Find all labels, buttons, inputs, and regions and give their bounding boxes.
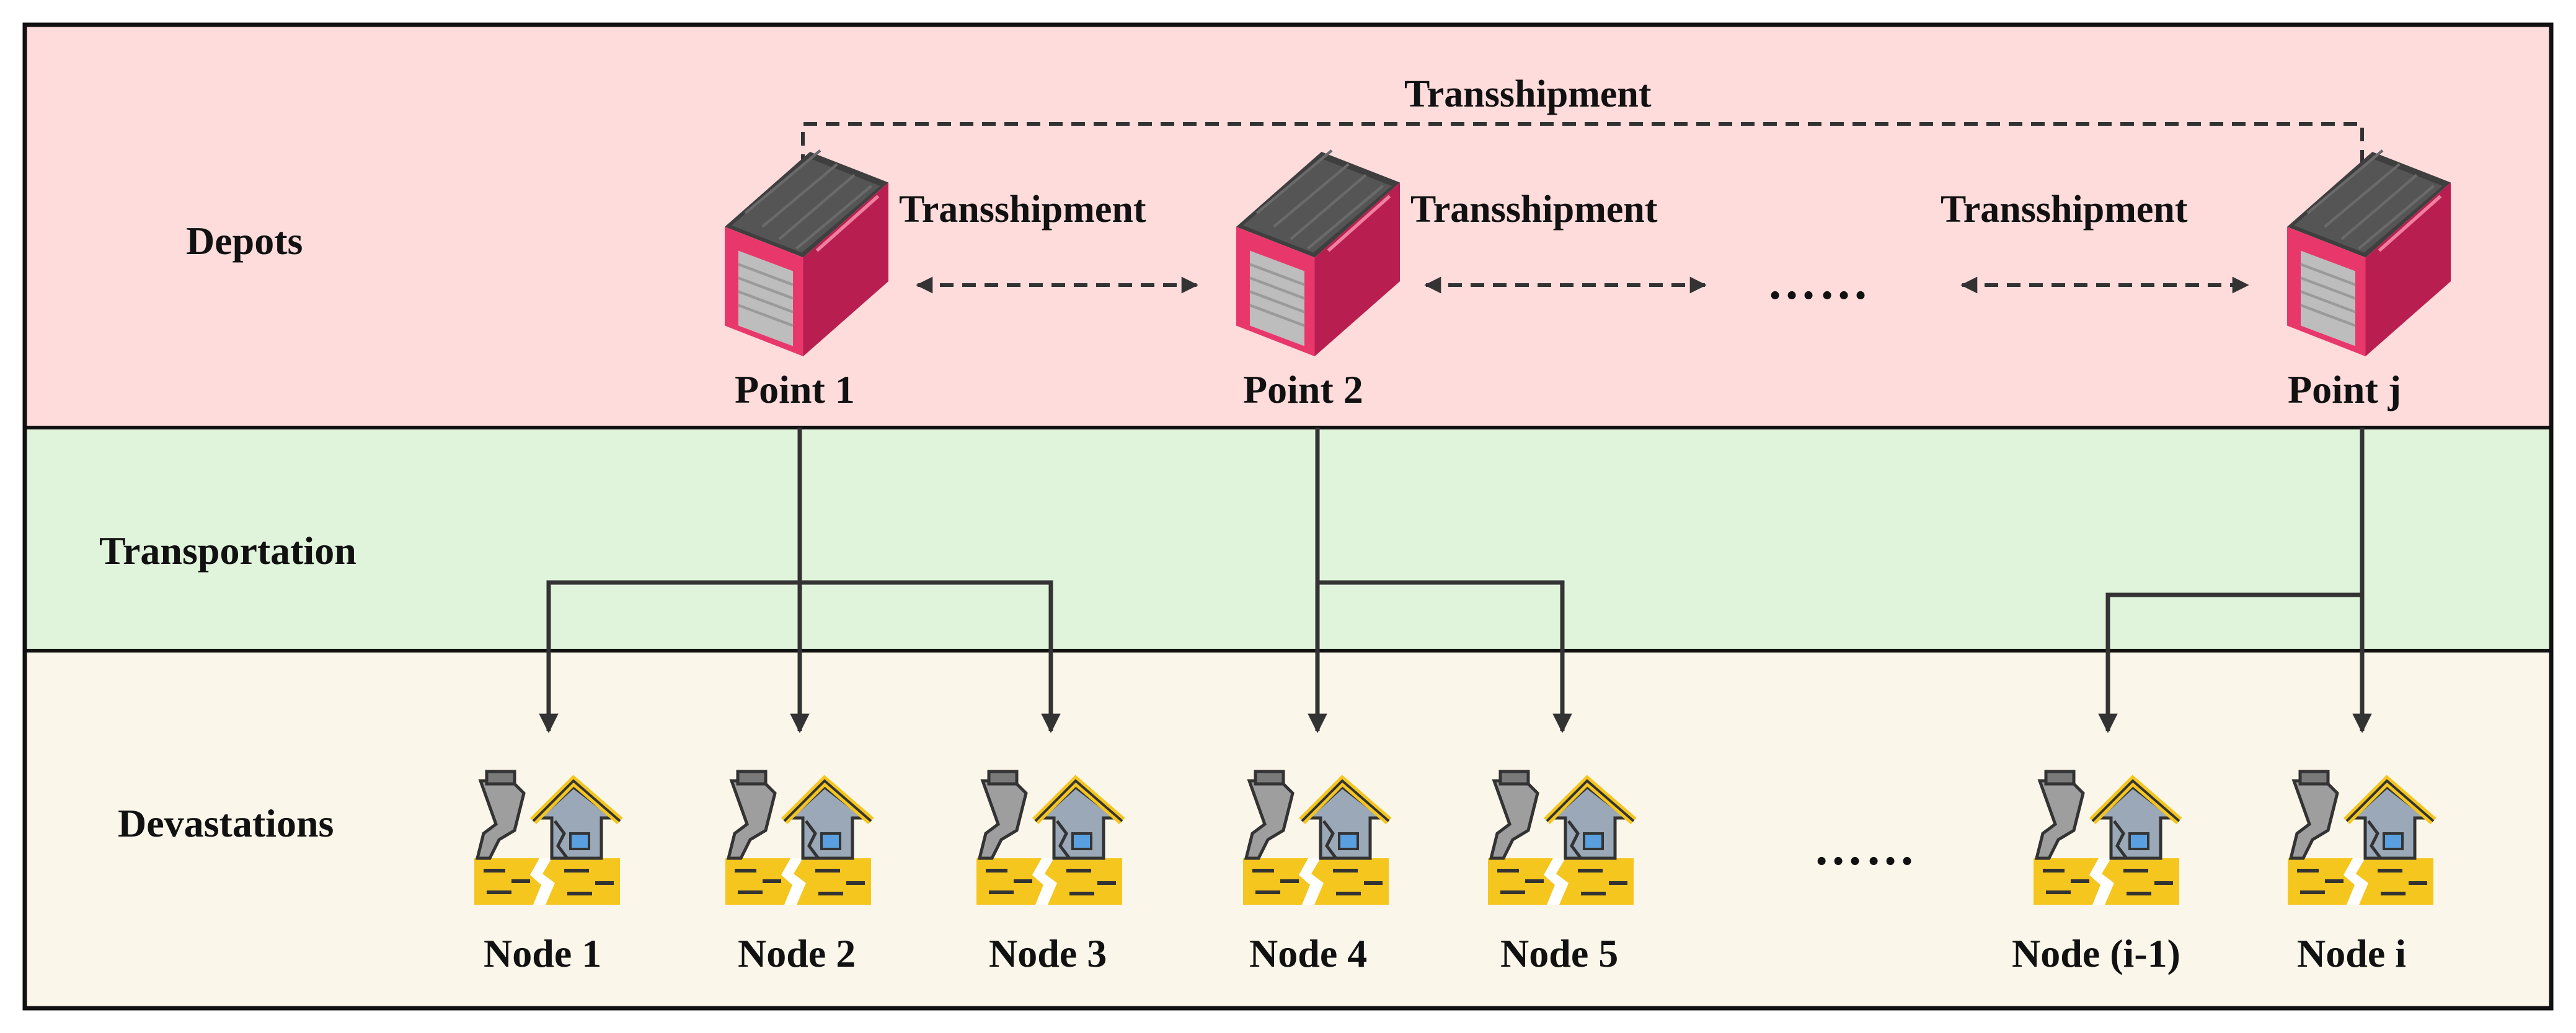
route-point1-node1	[539, 580, 800, 734]
depots-ellipsis: ……	[1767, 255, 1871, 310]
node-label-i-1: Node (i-1)	[2012, 931, 2180, 975]
node-label-1: Node 1	[484, 931, 601, 975]
diagram-frame	[22, 22, 2554, 1011]
transshipment-label-1-2: Transshipment	[899, 188, 1146, 231]
node-label-3: Node 3	[989, 931, 1107, 975]
depots-label: Depots	[186, 219, 303, 263]
devastations-label: Devastations	[118, 801, 334, 845]
transshipment-top-label: Transshipment	[1404, 73, 1652, 115]
route-point1-node3	[800, 580, 1061, 734]
node-label-i: Node i	[2297, 931, 2406, 975]
depot-label-2: Point 2	[1243, 367, 1363, 411]
node-label-5: Node 5	[1500, 931, 1618, 975]
transshipment-label-2-next: Transshipment	[1410, 188, 1658, 231]
transshipment-top-arrow	[794, 122, 2371, 191]
nodes-ellipsis: ……	[1813, 821, 1918, 876]
route-pointj-node-i-1	[2098, 592, 2362, 734]
transportation-label: Transportation	[99, 529, 356, 573]
transportation-band	[25, 428, 2551, 651]
depot-label-1: Point 1	[735, 367, 855, 411]
route-point2-node5	[1317, 580, 1572, 734]
depot-label-j: Point j	[2288, 367, 2401, 411]
node-label-4: Node 4	[1249, 931, 1367, 975]
transshipment-label-prev-j: Transshipment	[1941, 188, 2188, 231]
node-label-2: Node 2	[738, 931, 856, 975]
